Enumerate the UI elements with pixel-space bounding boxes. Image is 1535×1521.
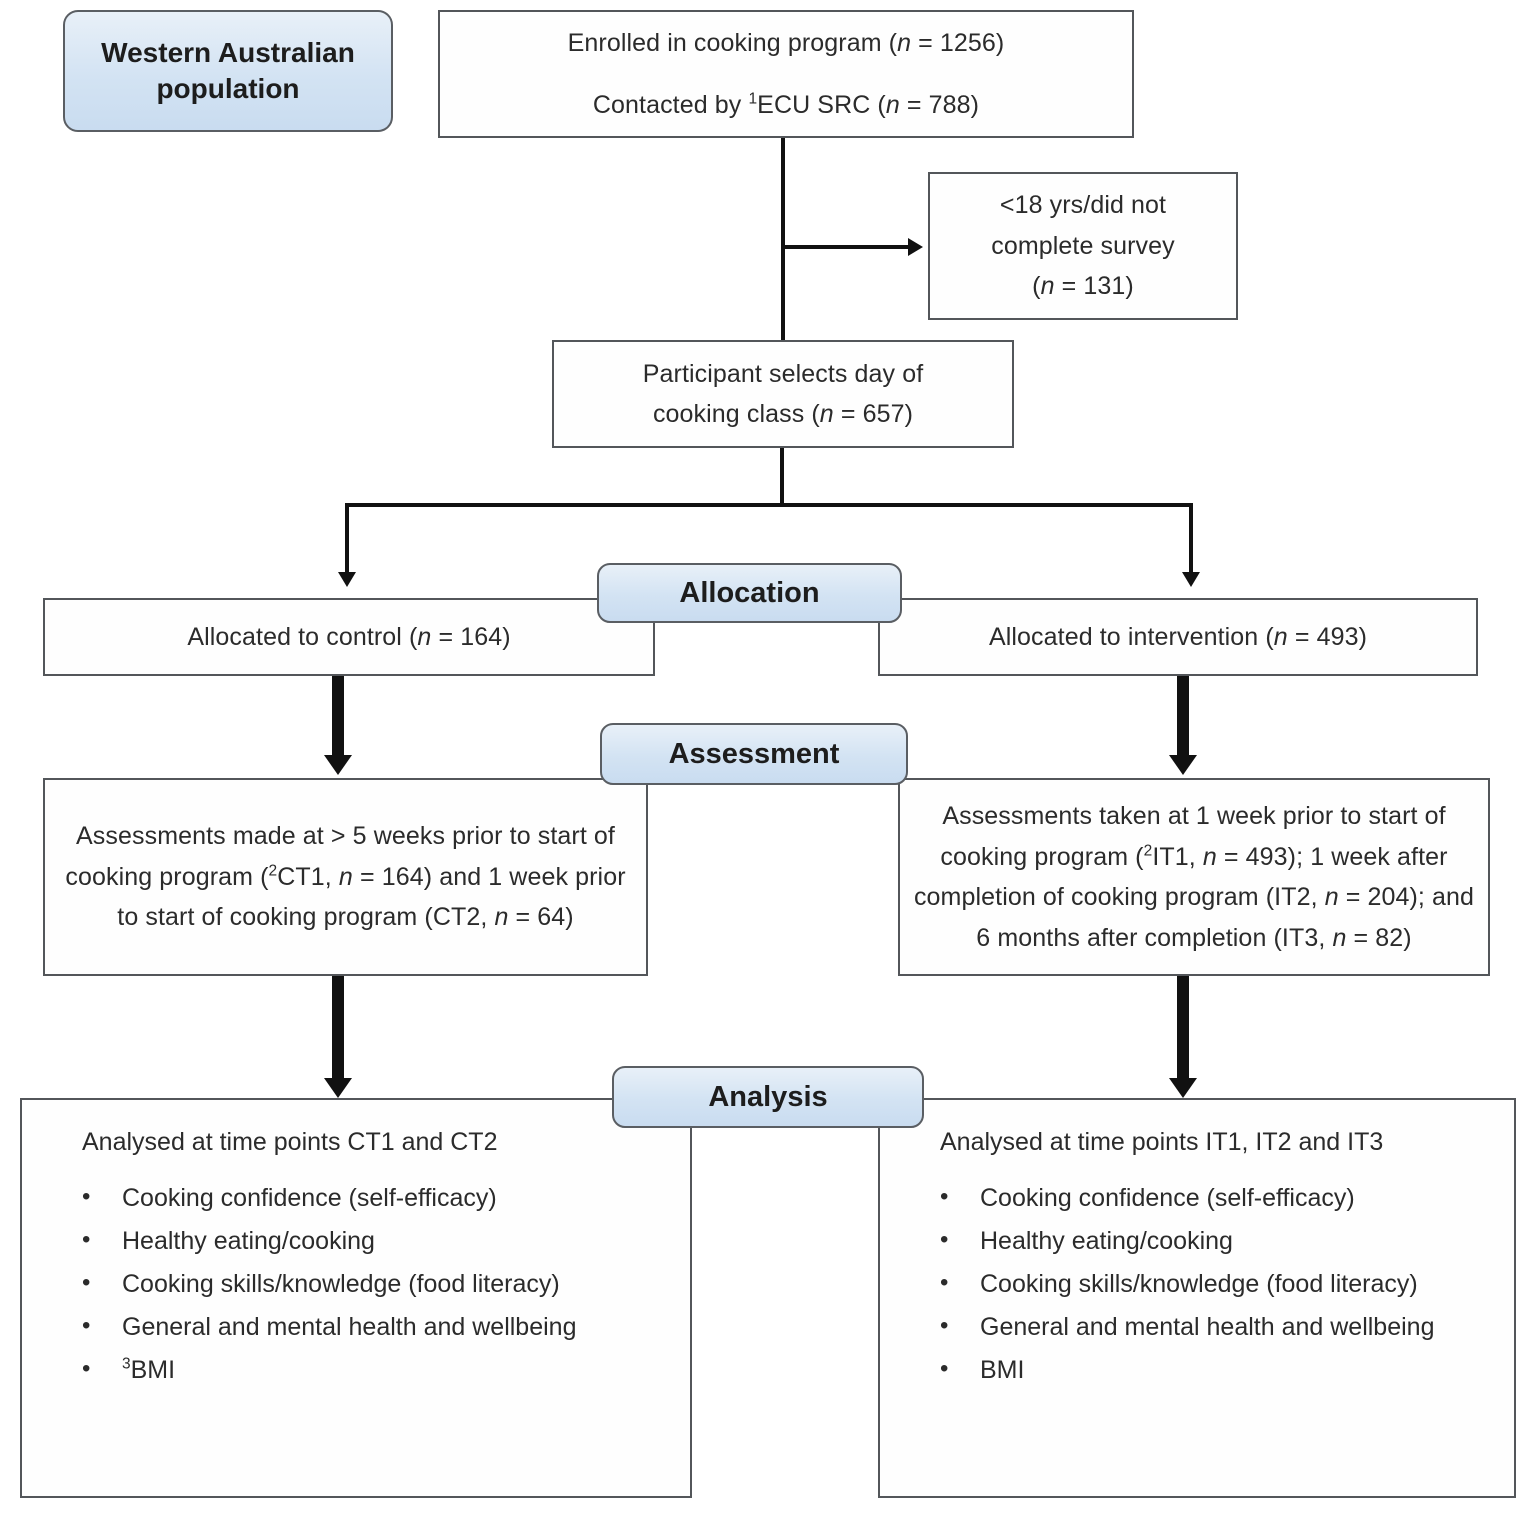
connector-intervention-assess-to-analysis-arrowhead (1169, 1078, 1197, 1098)
connector-exclusion-horizontal (781, 245, 911, 249)
exclusion-line-2: complete survey (991, 231, 1175, 260)
allocation-intervention-text: Allocated to intervention (n = 493) (988, 622, 1368, 651)
connector-control-assess-to-analysis-arrowhead (324, 1078, 352, 1098)
list-item: Cooking skills/knowledge (food literacy) (52, 1265, 668, 1303)
allocation-intervention-box: Allocated to intervention (n = 493) (878, 598, 1478, 676)
exclusion-box: <18 yrs/did not complete survey (n = 131… (928, 172, 1238, 320)
list-item: Cooking confidence (self-efficacy) (52, 1179, 668, 1217)
stage-badge-analysis: Analysis (612, 1066, 924, 1128)
connector-control-assess-to-analysis (332, 976, 344, 1081)
list-item: BMI (910, 1351, 1492, 1389)
stage-badge-allocation: Allocation (597, 563, 902, 623)
analysis-intervention-list: Cooking confidence (self-efficacy) Healt… (910, 1179, 1492, 1389)
analysis-intervention-box: Analysed at time points IT1, IT2 and IT3… (878, 1098, 1516, 1498)
selection-box: Participant selects day of cooking class… (552, 340, 1014, 448)
stage-badge-allocation-label: Allocation (679, 576, 820, 609)
exclusion-line-3: (n = 131) (1032, 272, 1134, 301)
enrollment-line-2: Contacted by 1ECU SRC (n = 788) (592, 90, 980, 119)
list-item: Healthy eating/cooking (52, 1222, 668, 1260)
allocation-control-text: Allocated to control (n = 164) (187, 622, 511, 651)
list-item: 3BMI (52, 1351, 668, 1389)
selection-line-1: Participant selects day of (642, 359, 924, 388)
exclusion-line-1: <18 yrs/did not (999, 191, 1167, 220)
connector-split-right-arrowhead (1182, 572, 1200, 587)
connector-control-alloc-to-assess-arrowhead (324, 755, 352, 775)
allocation-control-box: Allocated to control (n = 164) (43, 598, 655, 676)
list-item: General and mental health and wellbeing (910, 1308, 1492, 1346)
list-item: Cooking confidence (self-efficacy) (910, 1179, 1492, 1217)
list-item: General and mental health and wellbeing (52, 1308, 668, 1346)
enrollment-box: Enrolled in cooking program (n = 1256) C… (438, 10, 1134, 138)
connector-split-horizontal (345, 503, 1193, 507)
connector-intervention-assess-to-analysis (1177, 976, 1189, 1081)
connector-split-right-drop (1189, 503, 1193, 575)
list-item: Healthy eating/cooking (910, 1222, 1492, 1260)
assessment-intervention-text: Assessments taken at 1 week prior to sta… (913, 802, 1475, 952)
analysis-intervention-heading: Analysed at time points IT1, IT2 and IT3 (940, 1128, 1384, 1156)
stage-badge-assessment: Assessment (600, 723, 908, 785)
analysis-control-list: Cooking confidence (self-efficacy) Healt… (52, 1179, 668, 1389)
connector-intervention-alloc-to-assess (1177, 676, 1189, 758)
connector-enrollment-stem (781, 138, 785, 340)
assessment-intervention-box: Assessments taken at 1 week prior to sta… (898, 778, 1490, 976)
enrollment-line-1: Enrolled in cooking program (n = 1256) (567, 28, 1005, 57)
connector-split-stem (780, 448, 784, 505)
stage-badge-analysis-label: Analysis (708, 1080, 828, 1113)
analysis-control-box: Analysed at time points CT1 and CT2 Cook… (20, 1098, 692, 1498)
population-badge-line2: population (156, 73, 300, 104)
connector-split-left-arrowhead (338, 572, 356, 587)
assessment-control-text: Assessments made at > 5 weeks prior to s… (65, 822, 626, 932)
assessment-control-box: Assessments made at > 5 weeks prior to s… (43, 778, 648, 976)
connector-exclusion-arrowhead (908, 238, 923, 256)
connector-split-left-drop (345, 503, 349, 575)
connector-intervention-alloc-to-assess-arrowhead (1169, 755, 1197, 775)
population-badge: Western Australian population (63, 10, 393, 132)
selection-line-2: cooking class (n = 657) (652, 400, 914, 428)
analysis-control-heading: Analysed at time points CT1 and CT2 (82, 1128, 498, 1156)
connector-control-alloc-to-assess (332, 676, 344, 758)
list-item: Cooking skills/knowledge (food literacy) (910, 1265, 1492, 1303)
stage-badge-assessment-label: Assessment (668, 737, 840, 770)
population-badge-line1: Western Australian (101, 36, 355, 68)
